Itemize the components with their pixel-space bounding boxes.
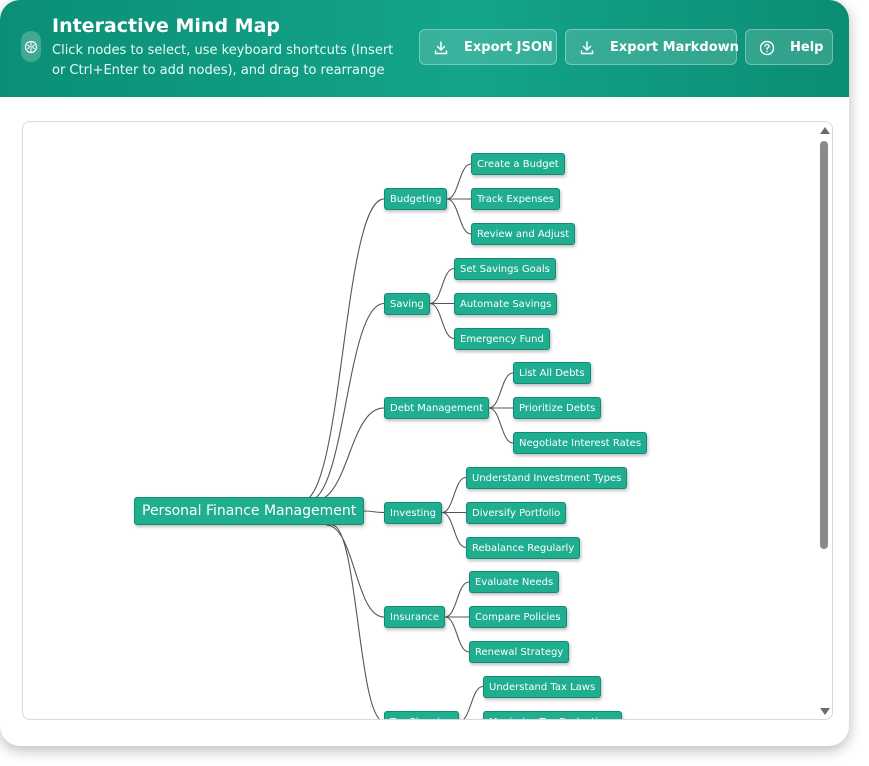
branch-leaf-link [441, 511, 467, 549]
leaf-node-compare-policies[interactable]: Compare Policies [469, 606, 567, 628]
branch-leaf-link [441, 476, 467, 514]
leaf-node-track-expenses[interactable]: Track Expenses [471, 188, 560, 210]
app-header: Interactive Mind Map Click nodes to sele… [0, 0, 849, 97]
download-icon [434, 41, 448, 55]
branch-node-investing[interactable]: Investing [384, 501, 442, 524]
leaf-node-renewal-strategy[interactable]: Renewal Strategy [469, 641, 570, 663]
scroll-down-arrow-icon[interactable] [820, 708, 830, 715]
page-title: Interactive Mind Map [52, 15, 280, 37]
brain-icon [21, 31, 41, 62]
branch-leaf-link [429, 302, 455, 340]
root-branch-link [325, 524, 385, 618]
export-markdown-button[interactable]: Export Markdown [565, 29, 739, 65]
mindmap-links [301, 163, 514, 719]
page-subtitle: Click nodes to select, use keyboard shor… [52, 43, 394, 78]
leaf-node-diversify-portfolio[interactable]: Diversify Portfolio [466, 501, 567, 524]
leaf-node-understand-tax-laws[interactable]: Understand Tax Laws [483, 675, 602, 698]
leaf-node-automate-savings[interactable]: Automate Savings [454, 292, 558, 315]
leaf-node-review-and-adjust[interactable]: Review and Adjust [471, 223, 576, 245]
leaf-node-list-all-debts[interactable]: List All Debts [513, 362, 591, 384]
export-json-button[interactable]: Export JSON [419, 29, 557, 65]
leaf-node-prioritize-debts[interactable]: Prioritize Debts [513, 397, 602, 419]
root-node[interactable]: Personal Finance Management [134, 497, 365, 525]
branch-leaf-link [463, 685, 484, 719]
help-label: Help [790, 40, 824, 55]
root-branch-link [307, 302, 385, 502]
leaf-node-emergency-fund[interactable]: Emergency Fund [454, 327, 550, 350]
download-icon [580, 41, 594, 55]
branch-node-saving[interactable]: Saving [384, 292, 430, 315]
branch-leaf-link [446, 198, 472, 235]
leaf-node-understand-investment-types[interactable]: Understand Investment Types [466, 466, 628, 489]
root-branch-link [331, 524, 381, 719]
branch-leaf-link [444, 616, 470, 653]
scrollbar-thumb[interactable] [820, 141, 828, 550]
branch-leaf-link [488, 407, 514, 444]
branch-leaf-link [444, 581, 470, 618]
branch-leaf-link [429, 267, 455, 305]
mindmap-canvas[interactable]: Personal Finance Management Budgeting Crea… [22, 121, 833, 720]
export-json-label: Export JSON [464, 40, 553, 55]
root-branch-link [313, 407, 385, 502]
leaf-node-rebalance-regularly[interactable]: Rebalance Regularly [466, 536, 581, 559]
leaf-node-set-savings-goals[interactable]: Set Savings Goals [454, 257, 556, 280]
leaf-node-negotiate-interest-rates[interactable]: Negotiate Interest Rates [513, 432, 648, 454]
help-button[interactable]: Help [745, 29, 833, 65]
root-branch-link [301, 198, 385, 502]
leaf-node-maximize-tax-deductions[interactable]: Maximize Tax Deductions [483, 710, 622, 719]
leaf-node-create-a-budget[interactable]: Create a Budget [471, 153, 565, 175]
branch-node-insurance[interactable]: Insurance [384, 606, 446, 628]
app-window: Interactive Mind Map Click nodes to sele… [0, 0, 849, 720]
root-branch-link [363, 510, 385, 514]
branch-node-tax-planning[interactable]: Tax Planning [384, 710, 459, 719]
export-markdown-label: Export Markdown [610, 40, 739, 55]
scroll-up-arrow-icon[interactable] [820, 127, 830, 134]
branch-node-budgeting[interactable]: Budgeting [384, 188, 448, 210]
branch-leaf-link [488, 372, 514, 409]
leaf-node-evaluate-needs[interactable]: Evaluate Needs [469, 571, 560, 593]
vertical-scrollbar[interactable] [816, 121, 833, 720]
branch-node-debt-management[interactable]: Debt Management [384, 397, 490, 419]
branch-leaf-link [446, 163, 472, 200]
help-circle-icon [759, 40, 775, 56]
